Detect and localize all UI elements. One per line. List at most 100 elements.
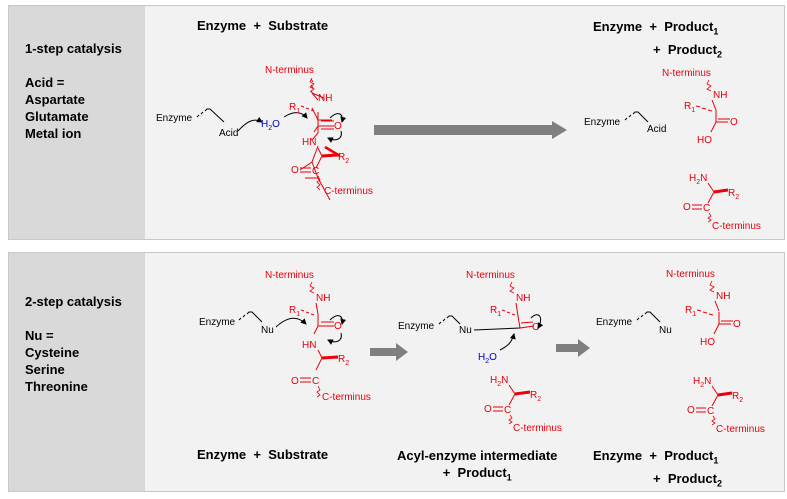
p2-int-enzyme: Enzyme [398,321,435,332]
p2-curved-arrow-amide [327,332,342,345]
p1-prod1-ho: HO [697,135,712,146]
p2-prod2-o: O [687,405,695,416]
p2-curved-arrow-carbonyl [329,315,347,325]
p2-n-wavy [309,281,315,294]
p2-int-p1-bond [508,384,516,395]
p1-product-label: Enzyme + Product1 + Product2 [593,19,722,60]
p2-hn: HN [302,340,316,351]
p1-prod1-backbone [710,110,728,133]
p2-prod1-o: O [733,319,741,330]
p2-n-terminus: N-terminus [265,270,314,281]
p1-prod2-r2: R2 [728,188,739,201]
p2-int-curved-arrow-water [499,333,516,351]
p2-r1: R1 [289,305,300,318]
p2-hn-bond [317,349,323,359]
p1-curved-arrow-acid [237,116,263,132]
acid-definition: Acid = [25,75,65,90]
p2-c-wavy [316,385,321,398]
p1-enzyme-tether [196,108,225,123]
p2-int-hash [501,309,516,316]
p2-prod2-double [696,407,706,413]
p1-n-terminus: N-terminus [265,65,314,76]
p1-hn-bond [317,147,323,157]
side-panel-two-step [9,253,145,491]
p2-prod2-cc [711,394,719,407]
p2-int-nh: NH [516,293,530,304]
one-step-description: 1-step catalysis Acid = Aspartate Glutam… [25,40,122,142]
p2-carbonyl-o: O [334,321,342,332]
p1-prod-acid: Acid [647,124,666,135]
nu-cysteine: Cysteine [25,345,80,360]
p2-int-backbone [515,302,535,329]
p1-cc-bond [315,155,323,169]
p1-prod2-cc [707,191,715,204]
p2-prod1-n-terminus: N-terminus [666,269,715,280]
p2-prod2-h2n: H2N [693,376,711,389]
p2-enzyme-text: Enzyme [199,317,236,328]
p1-acid-text: Acid [219,128,238,139]
p1-prod2-c: C [703,203,710,214]
p2-cc-bond [315,357,323,371]
side-panel-one-step [9,6,145,239]
nu-definition: Nu = [25,328,54,343]
p1-reaction-arrow-shaft [374,125,552,135]
p1-enzyme-text: Enzyme [156,113,193,124]
two-step-title: 2-step catalysis [25,294,122,309]
p2-prod1-nh: NH [716,291,730,302]
p2-int-p1-o: O [484,404,492,415]
p1-prod2-h2n: H2N [689,173,707,186]
one-step-title: 1-step catalysis [25,41,122,56]
p1-carbonyl-o: O [334,121,342,132]
p2-nh: NH [316,293,330,304]
p1-prod-tether [624,111,649,123]
p1-nh: NH [318,93,332,104]
p2-backbone [313,302,334,335]
p2-product-label: Enzyme + Product1 + Product2 [593,448,722,489]
p1-prod2-o: O [683,202,691,213]
p2-prod-enzyme: Enzyme [596,317,633,328]
p2-r2: R2 [338,354,349,367]
p1-prod2-wavy [707,212,712,223]
p2-prod1-r1: R1 [685,305,696,318]
two-step-description: 2-step catalysis Nu = Cysteine Serine Th… [25,293,122,395]
p2-prod-nu: Nu [659,325,672,336]
p2-int-wavy [509,281,515,294]
p2-prod-tether [636,311,661,323]
p1-c-o: O [291,165,299,176]
p1-enzyme-acid-group: Enzyme Acid [156,108,263,139]
p1-prod2-double [692,204,702,210]
p1-prod1-o: O [730,117,738,128]
p2-prod1-backbone [713,312,731,335]
p1-backbone-2 [313,125,319,133]
p1-prod2-wedge [713,188,729,194]
p2-prod2-c: C [707,406,714,417]
p1-c-wavy [316,175,321,191]
p1-c-o-double [300,167,311,173]
p2-prod2-c-terminus: C-terminus [716,424,765,435]
p1-prod-enzyme: Enzyme [584,117,621,128]
p1-carbonyl-bond [321,120,334,130]
p2-int-nu: Nu [459,325,472,336]
p2-curved-arrow-nu [275,317,307,328]
p2-reaction-arrow-2 [556,339,590,357]
p1-curved-arrow-water [283,112,308,119]
p2-int-p1-wavy [508,414,513,425]
p2-int-p1-c: C [504,405,511,416]
p2-prod2-wavy [711,415,716,426]
p2-c-o-double [300,377,311,383]
panel-two-step: 2-step catalysis Nu = Cysteine Serine Th… [8,252,785,492]
p2-int-r1: R1 [490,305,501,318]
p1-r2: R2 [338,152,349,165]
p2-int-water: H2O [478,352,497,365]
p2-int-o: O [532,322,540,333]
p2-int-p1-c-terminus: C-terminus [513,423,562,434]
p2-int-n-terminus: N-terminus [466,270,515,281]
p2-prod1-ho: HO [700,337,715,348]
p2-int-p1-double [493,406,503,412]
p2-c-o: O [291,376,299,387]
p1-hn: HN [302,137,316,148]
p2-int-p1-wedge [514,390,531,396]
p1-prod2-c-terminus: C-terminus [712,221,761,232]
p2-int-curved-arrow-o [530,314,544,329]
